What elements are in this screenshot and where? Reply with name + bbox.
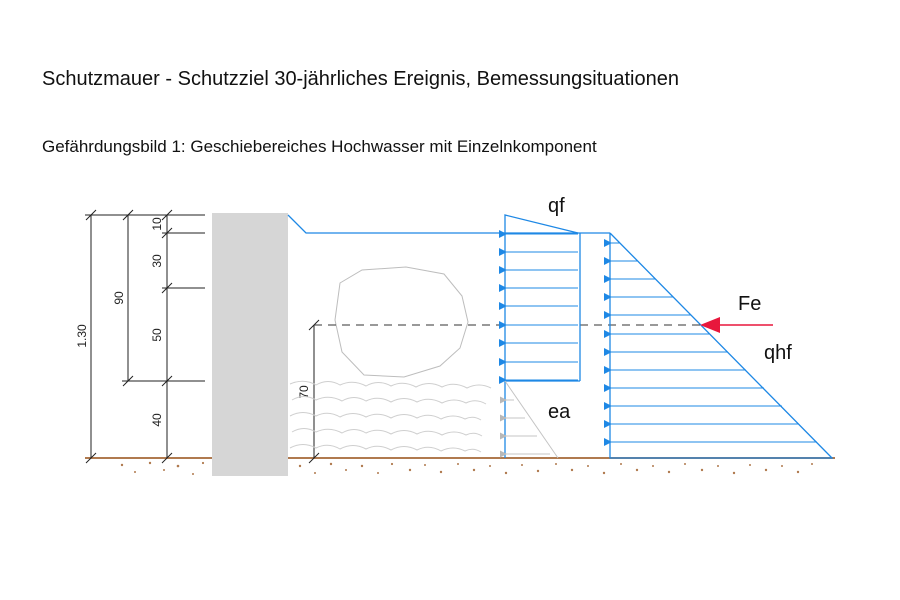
protection-wall [212, 213, 288, 476]
fe-force-arrowhead [700, 317, 720, 333]
dimension-lines [85, 209, 320, 464]
fe-label: Fe [738, 293, 761, 315]
qhf-label: qhf [764, 342, 792, 364]
dim-seg4: 40 [150, 413, 164, 427]
qf-load-arrows [499, 230, 578, 384]
dim-seg3: 50 [150, 328, 164, 342]
qhf-load-arrows [604, 239, 817, 446]
dim-impact-height: 70 [297, 385, 311, 399]
dim-total: 1.30 [75, 324, 89, 348]
gravel-deposit [289, 380, 492, 453]
ea-label: ea [548, 401, 571, 423]
dim-upper: 90 [112, 291, 126, 305]
qf-label: qf [548, 195, 565, 217]
water-surface [287, 214, 610, 234]
soil-texture [120, 461, 813, 475]
ea-load-outline [504, 380, 559, 459]
qhf-load-outline [609, 232, 834, 459]
dim-seg2: 30 [150, 254, 164, 268]
boulder [334, 266, 469, 378]
page-subtitle: Gefährdungsbild 1: Geschiebereiches Hoch… [42, 137, 597, 156]
ea-load-arrows [500, 396, 550, 458]
page-title: Schutzmauer - Schutzziel 30-jährliches E… [42, 68, 679, 90]
dim-seg1: 10 [150, 217, 164, 231]
